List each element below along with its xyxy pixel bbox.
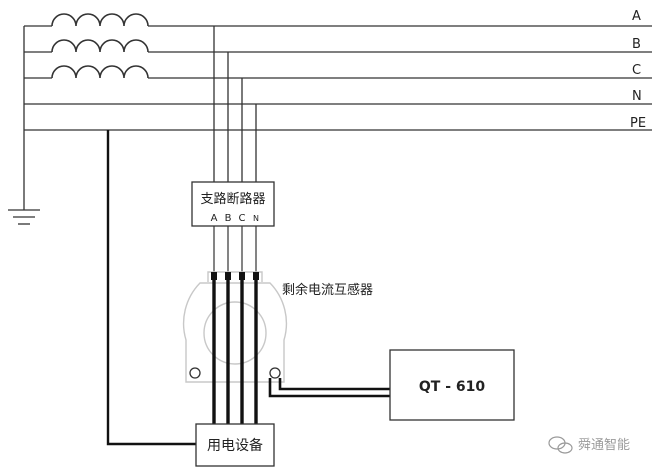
bus-label-b: B bbox=[632, 37, 641, 52]
bus-label-pe: PE bbox=[630, 116, 646, 131]
device-box bbox=[195, 423, 275, 467]
bus-label-n: N bbox=[632, 89, 642, 104]
ct-signal-cable bbox=[268, 378, 390, 398]
watermark-text: 舜通智能 bbox=[578, 438, 630, 453]
watermark: 舜通智能 bbox=[548, 436, 630, 454]
breaker-terminal-a: A bbox=[211, 213, 218, 224]
breaker-terminal-n: N bbox=[253, 214, 259, 223]
ground-symbol bbox=[8, 209, 40, 225]
pe-conductor bbox=[106, 130, 196, 446]
load-conductors bbox=[212, 272, 258, 424]
bus-lines bbox=[24, 25, 652, 131]
breaker-terminal-c: C bbox=[239, 213, 246, 224]
bus-label-a: A bbox=[632, 9, 641, 24]
breaker-title: 支路断路器 bbox=[200, 191, 265, 207]
breaker-box bbox=[191, 181, 275, 227]
conductor-top-caps bbox=[211, 272, 259, 280]
wechat-icon bbox=[548, 436, 573, 454]
monitor-label: QT - 610 bbox=[419, 379, 485, 395]
coil-phase-b bbox=[51, 39, 149, 53]
breaker-terminal-b: B bbox=[225, 213, 232, 224]
ground-bus bbox=[23, 25, 52, 210]
coil-phase-a bbox=[51, 13, 149, 27]
breaker-to-ct-lines bbox=[213, 226, 257, 272]
bus-label-c: C bbox=[632, 63, 641, 78]
residual-current-transformer bbox=[182, 271, 288, 383]
device-label: 用电设备 bbox=[207, 437, 263, 454]
monitor-box bbox=[389, 349, 515, 421]
transformer-coils bbox=[51, 13, 149, 79]
ct-label: 剩余电流互感器 bbox=[282, 282, 373, 298]
breaker-feeders bbox=[213, 26, 257, 182]
coil-phase-c bbox=[51, 65, 149, 79]
